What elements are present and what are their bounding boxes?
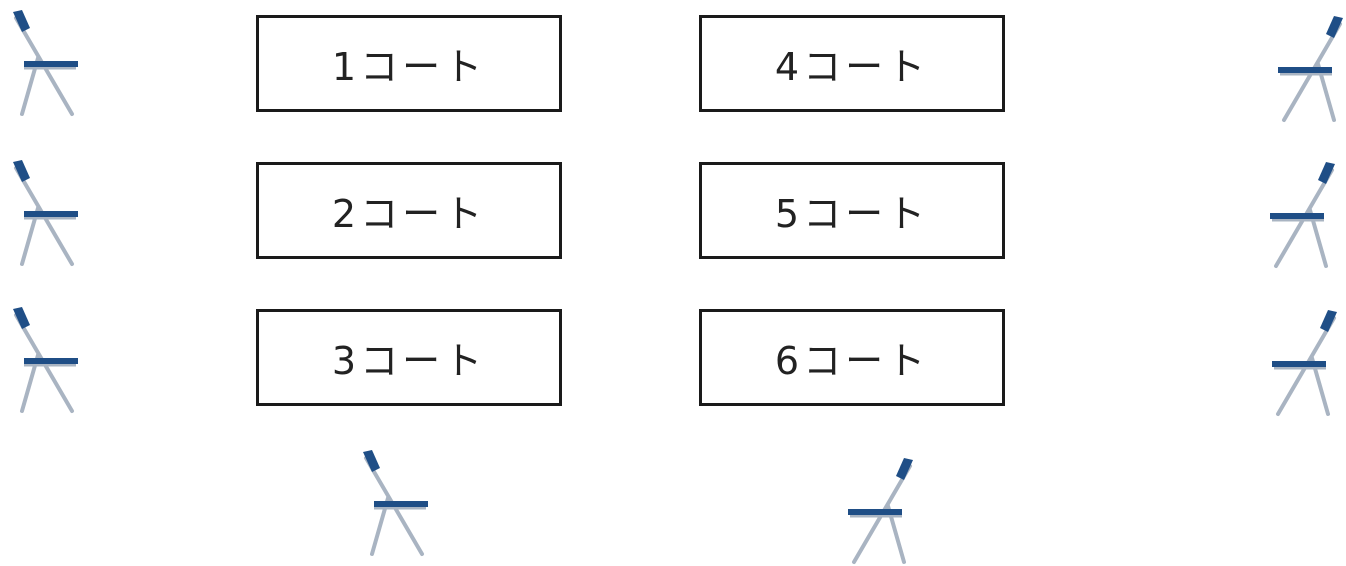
court-3-label: 3コート bbox=[331, 339, 487, 383]
court-4-label: 4コート bbox=[774, 45, 930, 89]
court-2-label: 2コート bbox=[331, 192, 487, 236]
court-1-label: 1コート bbox=[331, 45, 487, 89]
folding-chair-icon bbox=[358, 448, 438, 558]
folding-chair-icon bbox=[838, 456, 918, 566]
folding-chair-icon bbox=[1262, 308, 1342, 418]
court-5-label: 5コート bbox=[774, 192, 930, 236]
court-5: 5コート bbox=[699, 162, 1005, 259]
court-3: 3コート bbox=[256, 309, 562, 406]
court-4: 4コート bbox=[699, 15, 1005, 112]
folding-chair-icon bbox=[1260, 160, 1340, 270]
folding-chair-icon bbox=[8, 158, 88, 268]
court-2: 2コート bbox=[256, 162, 562, 259]
court-1: 1コート bbox=[256, 15, 562, 112]
court-6: 6コート bbox=[699, 309, 1005, 406]
folding-chair-icon bbox=[8, 305, 88, 415]
court-6-label: 6コート bbox=[774, 339, 930, 383]
folding-chair-icon bbox=[8, 8, 88, 118]
folding-chair-icon bbox=[1268, 14, 1346, 124]
